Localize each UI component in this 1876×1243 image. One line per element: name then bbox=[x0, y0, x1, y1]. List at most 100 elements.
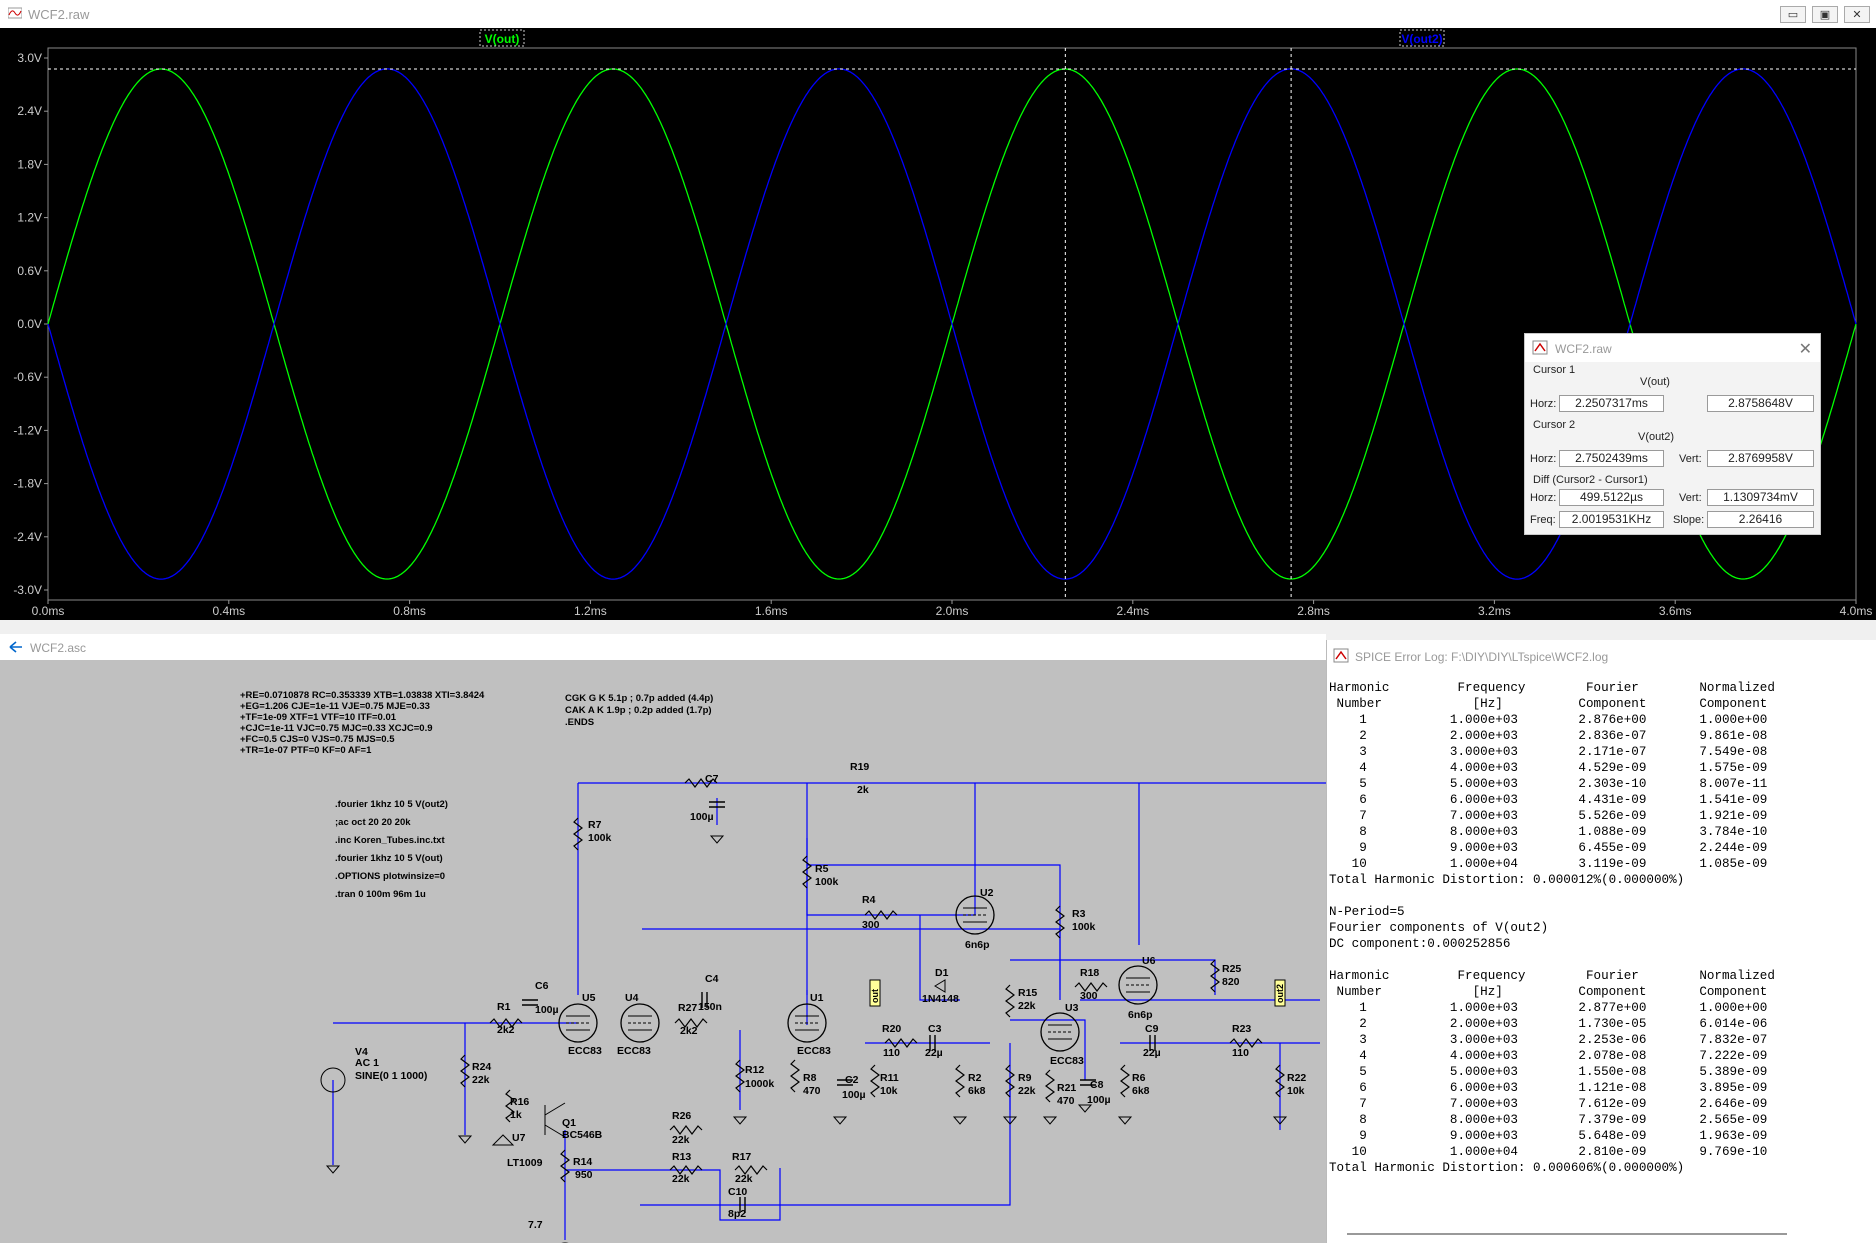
tube-u5[interactable] bbox=[558, 1003, 598, 1043]
spice-model-line: +TF=1e-09 XTF=1 VTF=10 ITF=0.01 bbox=[240, 712, 397, 723]
c7-label: C7 bbox=[705, 773, 719, 785]
u7-model: LT1009 bbox=[507, 1157, 543, 1169]
r27-label: R27 bbox=[678, 1002, 697, 1014]
diff-vert-field[interactable]: 1.1309734mV bbox=[1707, 489, 1814, 506]
c2-horz-field[interactable]: 2.7502439ms bbox=[1559, 450, 1664, 467]
diff-horz-field[interactable]: 499.5122µs bbox=[1559, 489, 1664, 506]
r24-ground-icon bbox=[457, 1135, 473, 1144]
r15-value: 22k bbox=[1018, 1000, 1036, 1012]
tube-u1[interactable] bbox=[787, 1003, 827, 1043]
cursor-app-icon bbox=[1532, 340, 1548, 355]
resistor-r24[interactable] bbox=[460, 1054, 470, 1088]
capacitor-c7[interactable] bbox=[709, 801, 725, 808]
c1-vert-field[interactable]: 2.8758648V bbox=[1707, 395, 1814, 412]
capacitor-c3[interactable] bbox=[929, 1035, 936, 1051]
r15-label: R15 bbox=[1018, 987, 1037, 999]
resistor-r14[interactable] bbox=[560, 1149, 570, 1183]
trace-label-0[interactable]: V(out) bbox=[485, 32, 520, 46]
c3-label: C3 bbox=[928, 1023, 942, 1035]
y-tick-label: -1.8V bbox=[13, 477, 42, 491]
slope-label: Slope: bbox=[1673, 514, 1705, 526]
waveform-plot[interactable]: 3.0V2.4V1.8V1.2V0.6V0.0V-0.6V-1.2V-1.8V-… bbox=[0, 0, 1876, 620]
reference-u7[interactable] bbox=[491, 1134, 515, 1146]
resistor-r11[interactable] bbox=[870, 1064, 880, 1098]
resistor-r3[interactable] bbox=[1055, 905, 1065, 939]
tube-u2[interactable] bbox=[955, 895, 995, 935]
resistor-r26[interactable] bbox=[669, 1125, 703, 1135]
u1-label: U1 bbox=[810, 992, 824, 1004]
capacitor-c4[interactable] bbox=[701, 992, 708, 1008]
capacitor-c2[interactable] bbox=[837, 1079, 853, 1086]
resistor-r17[interactable] bbox=[734, 1165, 768, 1175]
restore-button[interactable]: ▣ bbox=[1812, 6, 1838, 23]
capacitor-c6[interactable] bbox=[522, 999, 538, 1006]
cursor-window: WCF2.raw ✕ Cursor 1 V(out) Horz: 2.25073… bbox=[1524, 333, 1821, 535]
c10-value: 8p2 bbox=[728, 1208, 746, 1220]
schematic-titlebar[interactable]: WCF2.asc bbox=[0, 634, 1326, 660]
resistor-r12[interactable] bbox=[735, 1059, 745, 1093]
resistor-r5[interactable] bbox=[802, 855, 812, 889]
resistor-r8[interactable] bbox=[790, 1059, 800, 1093]
x-tick-label: 0.8ms bbox=[393, 604, 426, 618]
trace-label-1[interactable]: V(out2) bbox=[1401, 32, 1442, 46]
capacitor-c8[interactable] bbox=[1080, 1079, 1096, 1086]
resistor-r7[interactable] bbox=[573, 817, 583, 851]
tube-u4[interactable] bbox=[620, 1003, 660, 1043]
resistor-r25[interactable] bbox=[1210, 959, 1220, 993]
y-tick-label: 0.0V bbox=[17, 317, 42, 331]
r22-label: R22 bbox=[1287, 1072, 1306, 1084]
diode-d1[interactable] bbox=[934, 979, 946, 993]
resistor-r15[interactable] bbox=[1005, 984, 1015, 1018]
c2-vert-field[interactable]: 2.8769958V bbox=[1707, 450, 1814, 467]
r16-value: 1k bbox=[510, 1109, 522, 1121]
waveform-titlebar[interactable]: WCF2.raw ▭ ▣ ✕ bbox=[0, 0, 1876, 28]
u6-feed bbox=[1010, 959, 1216, 995]
r2-label: R2 bbox=[968, 1072, 982, 1084]
log-scrollbar[interactable] bbox=[1347, 1233, 1787, 1235]
resistor-r20[interactable] bbox=[884, 1038, 918, 1048]
x-tick-label: 0.4ms bbox=[212, 604, 245, 618]
d1-label: D1 bbox=[935, 967, 949, 979]
minimize-button[interactable]: ▭ bbox=[1780, 6, 1806, 23]
schematic-canvas[interactable]: +RE=0.0710878 RC=0.353339 XTB=1.03838 XT… bbox=[0, 660, 1326, 1243]
voltage-source-v4[interactable] bbox=[320, 1067, 346, 1093]
resistor-r6[interactable] bbox=[1120, 1064, 1130, 1098]
tube-u3[interactable] bbox=[1040, 1012, 1080, 1052]
slope-field[interactable]: 2.26416 bbox=[1707, 511, 1814, 528]
resistor-r2[interactable] bbox=[955, 1064, 965, 1098]
r12-value: 1000k bbox=[745, 1078, 774, 1090]
u5-label: U5 bbox=[582, 992, 596, 1004]
resistor-r19[interactable] bbox=[684, 778, 718, 788]
y-tick-label: 2.4V bbox=[17, 104, 42, 118]
cursor-window-titlebar[interactable]: WCF2.raw ✕ bbox=[1525, 334, 1820, 362]
close-button[interactable]: ✕ bbox=[1844, 6, 1870, 23]
c7-value: 100µ bbox=[690, 811, 714, 823]
trace-label-box-0 bbox=[479, 29, 525, 47]
resistor-r16[interactable] bbox=[505, 1089, 515, 1123]
resistor-r23[interactable] bbox=[1229, 1038, 1263, 1048]
resistor-r9[interactable] bbox=[1005, 1064, 1015, 1098]
tube-u6[interactable] bbox=[1118, 965, 1158, 1005]
resistor-r18[interactable] bbox=[1074, 982, 1108, 992]
transistor-q1[interactable] bbox=[544, 1102, 566, 1138]
resistor-r4[interactable] bbox=[864, 910, 898, 920]
net-flag-out[interactable] bbox=[869, 979, 881, 1007]
resistor-r13[interactable] bbox=[669, 1165, 703, 1175]
ground-icon bbox=[832, 1116, 848, 1125]
resistor-r22[interactable] bbox=[1275, 1064, 1285, 1098]
resistor-r21[interactable] bbox=[1045, 1069, 1055, 1103]
log-titlebar[interactable]: SPICE Error Log: F:\DIY\DIY\LTspice\WCF2… bbox=[1327, 640, 1876, 670]
resistor-r27[interactable] bbox=[674, 1018, 708, 1028]
capacitor-c9[interactable] bbox=[1149, 1035, 1156, 1051]
r23-label: R23 bbox=[1232, 1023, 1251, 1035]
net-flag-out2[interactable] bbox=[1274, 979, 1286, 1007]
freq-field[interactable]: 2.0019531KHz bbox=[1559, 511, 1664, 528]
waveform-window-title: WCF2.raw bbox=[28, 7, 90, 22]
cursor-close-icon[interactable]: ✕ bbox=[1798, 341, 1812, 358]
log-window-title: SPICE Error Log: F:\DIY\DIY\LTspice\WCF2… bbox=[1355, 650, 1609, 664]
resistor-r1[interactable] bbox=[489, 1018, 523, 1028]
r24-label: R24 bbox=[472, 1061, 491, 1073]
c1-horz-field[interactable]: 2.2507317ms bbox=[1559, 395, 1664, 412]
capacitor-c10[interactable] bbox=[739, 1197, 746, 1213]
